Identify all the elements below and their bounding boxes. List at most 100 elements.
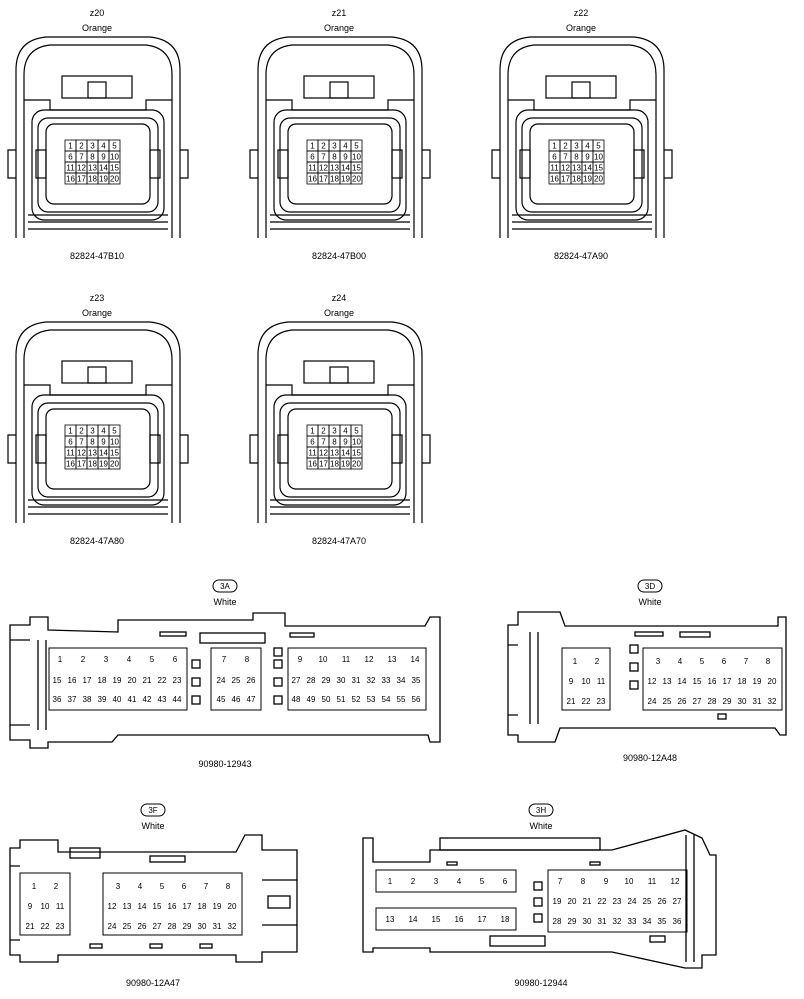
pin-label: 1 [68, 427, 73, 436]
connector-3D: 3D White 1 2 9 10 11 21 22 23 3 4 5 [507, 579, 787, 763]
connector-housing [9, 612, 441, 749]
pin-label: 8 [90, 438, 95, 447]
pin-label: 17 [478, 915, 487, 924]
pin-label: 5 [354, 427, 359, 436]
pin-label: 4 [585, 142, 590, 151]
pin-label: 46 [232, 695, 241, 704]
pin-label: 48 [292, 695, 301, 704]
pin-label: 34 [643, 917, 652, 926]
pin-label: 11 [56, 902, 65, 911]
connector-code: z21 [332, 8, 347, 18]
pin-row: 16 17 18 19 20 [64, 457, 121, 470]
connector-color: Orange [324, 23, 354, 33]
pin-label: 2 [321, 427, 326, 436]
pin-row: 11 12 13 14 15 [548, 161, 605, 174]
pin-label: 8 [581, 877, 586, 886]
pin-label: 26 [658, 897, 667, 906]
pin-label: 24 [217, 676, 226, 685]
pin-label: 14 [678, 677, 687, 686]
pin-label: 23 [56, 922, 65, 931]
pin-label: 5 [160, 882, 165, 891]
pin-label: 6 [310, 153, 315, 162]
pin-label: 18 [501, 915, 510, 924]
part-number: 82824-47A80 [70, 536, 124, 546]
pin-label: 23 [613, 897, 622, 906]
pin-row: 11 12 13 14 15 [64, 446, 121, 459]
pin-label: 16 [708, 677, 717, 686]
pin-label: 7 [79, 153, 84, 162]
pin-label: 7 [79, 438, 84, 447]
pin-row: 6 7 8 9 10 [64, 435, 121, 448]
pin-label: 19 [583, 175, 592, 184]
pin-label: 2 [79, 427, 84, 436]
pin-label: 11 [342, 655, 351, 664]
pin-label: 35 [412, 676, 421, 685]
pin-label: 2 [79, 142, 84, 151]
pin-label: 17 [183, 902, 192, 911]
connector-3A: 3A White 1 2 3 4 5 6 15 16 [9, 579, 441, 769]
pin-label: 16 [308, 460, 317, 469]
pin-label: 15 [594, 164, 603, 173]
pin-label: 13 [123, 902, 132, 911]
connector-z22: z22 Orange 1 2 3 4 5 [491, 8, 673, 261]
pin-block: 1 2 3 4 5 6 15 16 17 18 19 20 21 22 23 3… [48, 647, 427, 711]
connector-color: Orange [566, 23, 596, 33]
pin-label: 28 [168, 922, 177, 931]
pin-label: 8 [574, 153, 579, 162]
pin-label: 21 [567, 697, 576, 706]
pin-label: 18 [88, 175, 97, 184]
pin-label: 4 [101, 427, 106, 436]
pin-label: 25 [232, 676, 241, 685]
pin-label: 18 [330, 460, 339, 469]
pin-label: 26 [138, 922, 147, 931]
pin-row: 1 2 3 4 5 [306, 424, 363, 437]
pin-label: 16 [308, 175, 317, 184]
pin-label: 34 [397, 676, 406, 685]
pin-label: 24 [648, 697, 657, 706]
pin-label: 14 [99, 449, 108, 458]
pin-label: 13 [572, 164, 581, 173]
pin-label: 18 [98, 676, 107, 685]
part-number: 82824-47A90 [554, 251, 608, 261]
pin-row: 11 12 13 14 15 [64, 161, 121, 174]
connector-code: 3A [220, 582, 230, 591]
pin-label: 20 [768, 677, 777, 686]
pin-label: 31 [598, 917, 607, 926]
pin-label: 27 [292, 676, 301, 685]
pin-label: 22 [158, 676, 167, 685]
pin-label: 12 [77, 164, 86, 173]
pin-label: 28 [708, 697, 717, 706]
pin-label: 8 [245, 655, 250, 664]
pin-label: 1 [388, 877, 393, 886]
pin-label: 9 [101, 438, 106, 447]
pin-label: 4 [343, 427, 348, 436]
connector-housing [507, 611, 787, 743]
pin-label: 19 [99, 175, 108, 184]
pin-label: 31 [352, 676, 361, 685]
pin-label: 10 [352, 438, 361, 447]
part-number: 82824-47A70 [312, 536, 366, 546]
connector-3F: 3F White 1 2 9 10 11 21 22 23 3 4 5 [9, 803, 298, 988]
pin-label: 1 [68, 142, 73, 151]
pin-label: 12 [561, 164, 570, 173]
connector-color: Orange [82, 23, 112, 33]
connector-z23: z23 Orange 1 2 3 4 5 [7, 293, 189, 546]
pin-label: 25 [643, 897, 652, 906]
pin-label: 25 [123, 922, 132, 931]
pin-label: 11 [648, 877, 657, 886]
pin-label: 10 [594, 153, 603, 162]
part-number: 90980-12A47 [126, 978, 180, 988]
pin-label: 1 [310, 142, 315, 151]
pin-label: 19 [753, 677, 762, 686]
pin-label: 9 [298, 655, 303, 664]
pin-label: 24 [108, 922, 117, 931]
pin-label: 20 [228, 902, 237, 911]
connector-color: White [638, 597, 661, 607]
pin-label: 30 [583, 917, 592, 926]
pin-label: 39 [98, 695, 107, 704]
connector-code-badge [637, 579, 663, 593]
pin-label: 1 [32, 882, 37, 891]
pin-row: 16 17 18 19 20 [306, 457, 363, 470]
pin-label: 5 [480, 877, 485, 886]
pin-label: 40 [113, 695, 122, 704]
